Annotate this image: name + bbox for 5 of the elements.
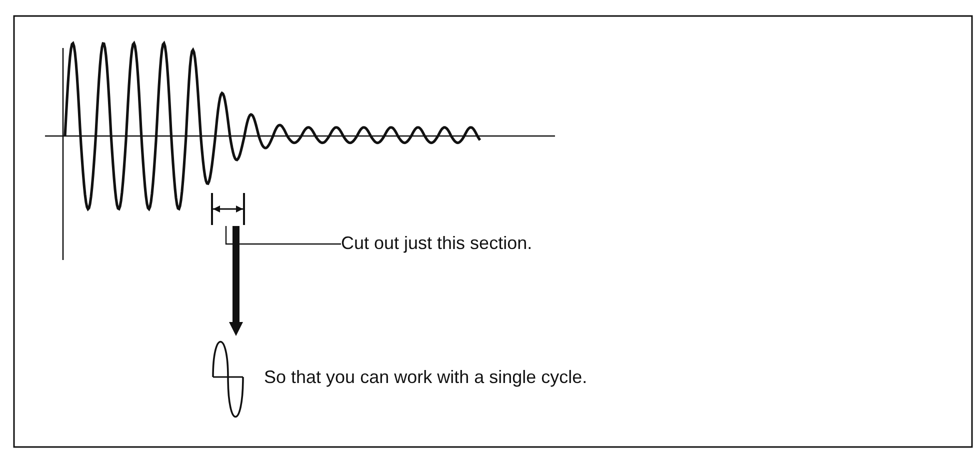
note-text: So that you can work with a single cycle. [264, 366, 588, 388]
arrow [229, 226, 243, 336]
section-marker [209, 192, 247, 226]
callout-text: Cut out just this section. [341, 232, 532, 254]
leader-line [225, 226, 341, 245]
